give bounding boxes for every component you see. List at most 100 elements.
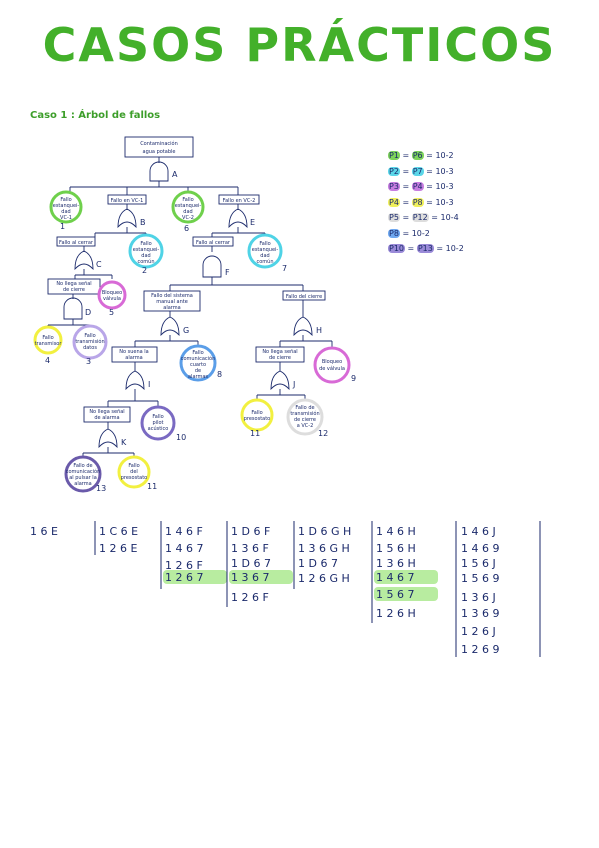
gate-f [202, 255, 222, 278]
cutset-c2-r2: 1 2 6 F [165, 559, 203, 572]
prob-symbol: P6 [411, 151, 424, 160]
gate-label-f: F [225, 268, 230, 277]
basic-1-l3: dad [61, 209, 70, 215]
event-box-d [47, 278, 101, 295]
prob-value: 10-3 [435, 166, 454, 176]
basic-event-12 [286, 398, 324, 436]
num-9: 9 [351, 374, 356, 383]
event-box-f [192, 236, 234, 247]
cutset-c5-r2: 1 3 6 H [376, 557, 416, 570]
gate-label-j: J [292, 380, 295, 389]
basic-event-9 [313, 346, 351, 384]
cutset-c6-r7: 1 2 6 9 [461, 643, 499, 656]
cutset-c3-r4: 1 2 6 F [231, 591, 269, 604]
num-13: 13 [96, 484, 106, 493]
fault-tree-diagram: Contaminación agua potable Fallo en VC-1… [33, 136, 356, 493]
prob-value: 10-3 [435, 197, 454, 207]
num-8: 8 [217, 370, 222, 379]
num-11: 11 [250, 429, 260, 438]
highlight-1567 [374, 587, 438, 601]
event-e-label: Fallo en VC-2 [223, 198, 256, 204]
basic-11-l1: Fallo [251, 410, 262, 416]
basic-12-l1: Fallo de [295, 405, 314, 411]
num-10: 10 [176, 433, 186, 442]
num-7: 7 [282, 264, 287, 273]
prob-symbol: P4 [411, 182, 424, 191]
cutset-c4-r3: 1 2 6 G H [298, 572, 350, 585]
event-k-line1: No llega señal [89, 409, 124, 415]
event-d-line2: de cierre [63, 287, 85, 293]
num-1: 1 [60, 222, 65, 231]
prob-symbol: P12 [411, 213, 429, 222]
cutset-c5-r5: 1 2 6 H [376, 607, 416, 620]
basic-10-l2: pilot [153, 420, 164, 426]
prob-symbol: P10 [388, 244, 406, 253]
gate-label-h: H [316, 326, 322, 335]
gate-label-e: E [250, 218, 255, 227]
prob-symbol: P5 [388, 213, 400, 222]
prob-symbol: P3 [388, 182, 400, 191]
gate-label-c: C [96, 260, 102, 269]
basic-9-l1: Bloqueo [322, 359, 342, 365]
basic-event-6 [171, 190, 205, 224]
basic-2-l2: estanquei- [133, 247, 160, 253]
num-3: 3 [86, 357, 91, 366]
page-title: CASOS PRÁCTICOS [42, 18, 557, 72]
basic-6-l4: VC-2 [182, 215, 194, 221]
basic-8-l2: comunicación [181, 355, 216, 362]
basic-7-l1: Fallo [259, 241, 270, 247]
prob-row: P10 = P13 = 10-2 [388, 244, 464, 253]
prob-row: P4 = P8 = 10-3 [388, 197, 454, 207]
event-i-line2: alarma [125, 355, 142, 361]
top-event-line2: agua potable [143, 149, 176, 155]
case-subtitle: Caso 1 : Árbol de fallos [30, 110, 161, 121]
prob-row: P5 = P12 = 10-4 [388, 213, 459, 222]
basic-1-l4: VC-1 [60, 215, 72, 221]
event-b-label: Fallo en VC-1 [111, 198, 144, 204]
cutset-c3-r2: 1 D 6 7 [231, 557, 271, 570]
prob-value: 10-2 [435, 151, 454, 160]
cutset-c5-r4: 1 5 6 7 [376, 588, 414, 601]
basic-2-l3: dad [141, 253, 150, 259]
basic-5-l1: Bloqueo [102, 290, 122, 296]
num-12: 12 [318, 429, 328, 438]
cutset-c6-r5: 1 3 6 9 [461, 607, 499, 620]
basic-6-l3: dad [183, 209, 192, 215]
basic-11-l2: presostato [244, 416, 271, 422]
basic-event-8 [179, 344, 217, 382]
gate-k [98, 428, 118, 449]
prob-row: P1 = P6 = 10-2 [388, 151, 454, 160]
prob-symbol: P4 [388, 197, 400, 207]
event-k-line2: de alarma [94, 415, 119, 421]
basic-4-l1: Fallo [42, 335, 53, 341]
basic-event-5 [97, 280, 127, 310]
basic-8-l3: cuarto [190, 362, 206, 368]
basic-4-l2: transmisor [35, 341, 63, 347]
basic-1-l2: estanquei- [53, 203, 80, 209]
gate-i [125, 370, 145, 391]
basic-event-7 [247, 233, 283, 269]
basic-event-1 [49, 190, 83, 224]
event-box-e [218, 194, 260, 205]
event-g-line1: Fallo del sistema [151, 293, 193, 299]
basic-7-l4: común [256, 258, 273, 265]
basic-7-l3: dad [260, 253, 269, 259]
basic-11k-l1: Fallo [128, 463, 139, 469]
cutset-c5-r3: 1 4 6 7 [376, 571, 414, 584]
basic-9-l2: de válvula [319, 365, 345, 372]
event-box-g [143, 290, 201, 312]
basic-event-13 [64, 455, 102, 493]
basic-event-11k [117, 455, 151, 489]
basic-13-l4: alarma [74, 481, 91, 487]
event-d-line1: No llega señal [56, 281, 91, 287]
basic-event-2 [128, 233, 164, 269]
basic-12-l4: a VC-2 [297, 423, 314, 429]
gate-d [63, 297, 83, 320]
num-5: 5 [109, 308, 114, 317]
gate-b [117, 208, 137, 229]
cutset-c6-r0: 1 4 6 J [461, 525, 496, 538]
gate-label-b: B [140, 218, 146, 227]
cut-sets-table: 1 6 E 1 C 6 E 1 2 6 E 1 4 6 F 1 4 6 7 1 … [30, 521, 541, 657]
basic-8-l5: alarmas [188, 374, 208, 380]
basic-12-l2: transmisión [290, 410, 319, 417]
